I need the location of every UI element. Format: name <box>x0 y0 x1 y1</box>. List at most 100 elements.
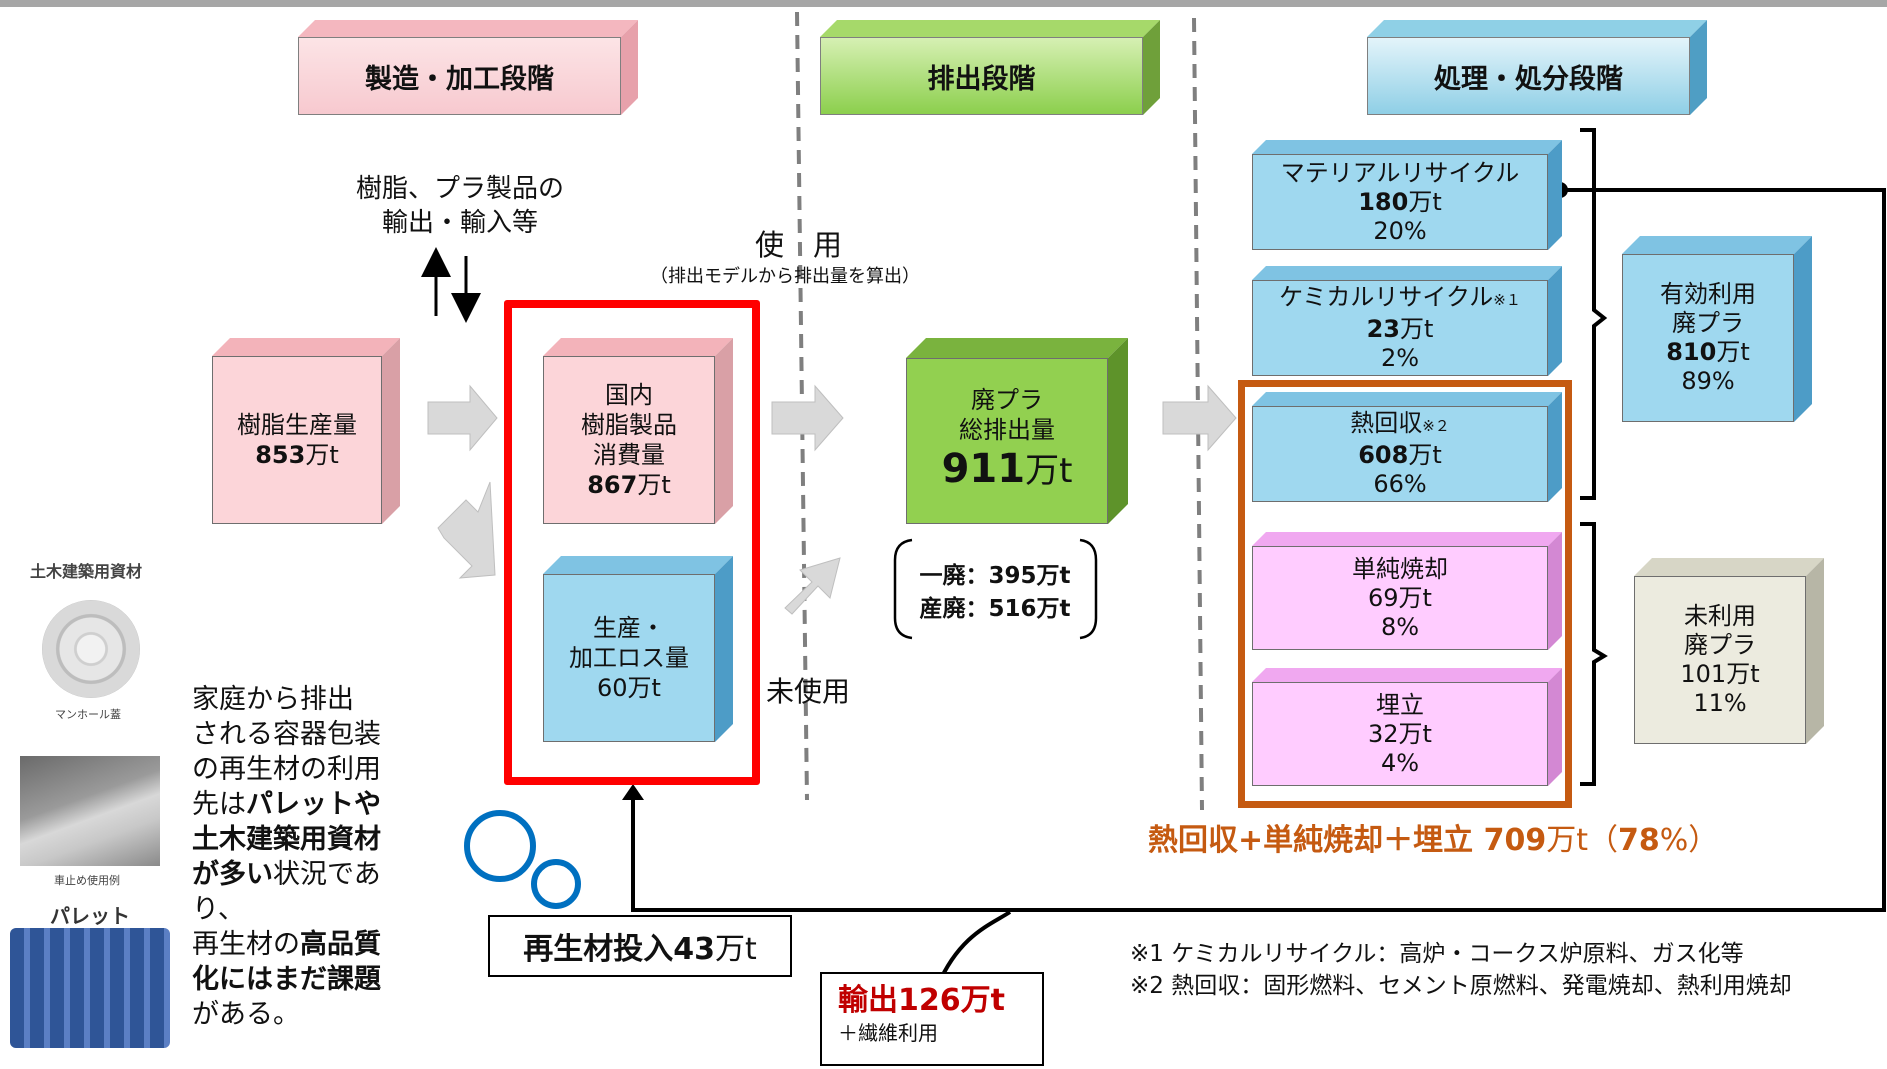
side-note-l4a: 先は <box>192 789 246 820</box>
effective-use-value: 810 <box>1666 338 1717 366</box>
export-value: 輸出126万t <box>838 983 1005 1018</box>
recycled-input-unit: 万t <box>714 932 757 967</box>
effective-use-pct: 89% <box>1681 367 1735 395</box>
disposal-summary-unit: 万t（ <box>1546 823 1618 858</box>
domestic-consumption-l3: 消費量 <box>593 441 665 469</box>
recycle-loop-arrowhead <box>622 784 644 800</box>
effective-use-l1: 有効利用 <box>1660 280 1756 308</box>
disposal-summary-value: 709 <box>1483 823 1547 858</box>
stage-treatment: 処理・処分段階 <box>1367 20 1707 115</box>
stage-manufacturing: 製造・加工段階 <box>298 20 638 115</box>
waste-total-unit: 万t <box>1025 450 1073 491</box>
side-note-line1: 家庭から排出 <box>192 684 354 715</box>
heat-recovery-value: 608 <box>1358 441 1409 469</box>
side-note-line2: される容器包装 <box>192 719 381 750</box>
resin-production-box: 樹脂生産量 853万t <box>212 338 400 524</box>
heat-recovery-pct: 66% <box>1373 470 1427 498</box>
arrow-waste-to-treatment <box>1162 384 1237 452</box>
heat-recovery-unit: 万t <box>1408 441 1442 469</box>
material-recycle-unit: 万t <box>1408 187 1442 216</box>
production-loss-l1: 生産・ <box>593 614 665 642</box>
material-recycle-value: 180 <box>1358 187 1409 216</box>
chemical-recycle-mark: ※１ <box>1493 291 1521 309</box>
chemical-recycle-pct: 2% <box>1380 344 1420 372</box>
side-note-l8b: 高品質 <box>300 929 381 960</box>
trade-note-line2: 輸出・輸入等 <box>381 208 538 238</box>
resin-production-value: 853 <box>255 441 306 469</box>
export-arrow <box>936 910 1012 986</box>
stage-manufacturing-label: 製造・加工段階 <box>298 37 621 115</box>
brace-effective <box>1580 128 1608 500</box>
brace-unused <box>1580 522 1608 786</box>
side-note-l7: り、 <box>192 894 245 925</box>
recycled-input-label: 再生材投入43 <box>523 932 715 967</box>
landfill-label: 埋立 <box>1376 690 1424 719</box>
chemical-recycle-box: ケミカルリサイクル※１ 23万t 2% <box>1252 266 1562 376</box>
footnotes: ※1 ケミカルリサイクル：高炉・コークス炉原料、ガス化等 ※2 熱回収：固形燃料… <box>1130 938 1792 1002</box>
footnote-2: ※2 熱回収：固形燃料、セメント原燃料、発電焼却、熱利用焼却 <box>1130 973 1792 999</box>
circle-small <box>531 859 581 909</box>
side-note-l6a: が多い <box>192 859 273 890</box>
unused-waste-pct: 11% <box>1693 689 1747 717</box>
manhole-image <box>42 600 140 698</box>
civil-material-label: 土木建築用資材 <box>30 562 143 581</box>
car-stopper-caption: 車止め使用例 <box>54 874 120 887</box>
waste-breakdown-general: 一廃：395万t <box>919 563 1071 589</box>
trade-note-line1: 樹脂、プラ製品の <box>355 174 564 204</box>
stage-treatment-label: 処理・処分段階 <box>1367 37 1690 115</box>
side-note-l10: がある。 <box>192 999 300 1030</box>
chemical-recycle-value: 23 <box>1366 315 1400 343</box>
material-recycle-pct: 20% <box>1373 216 1427 245</box>
resin-production-unit: 万t <box>305 441 339 469</box>
side-note-l9: 化にはまだ課題 <box>192 964 381 995</box>
heat-recovery-box: 熱回収※２ 608万t 66% <box>1252 392 1562 502</box>
arrow-consumption-to-waste <box>771 384 844 452</box>
waste-total-value: 911 <box>941 445 1026 492</box>
unused-waste-l1: 未利用 <box>1684 602 1756 630</box>
heat-recovery-mark: ※２ <box>1422 417 1450 435</box>
circle-large <box>464 810 536 882</box>
footnote-1: ※1 ケミカルリサイクル：高炉・コークス炉原料、ガス化等 <box>1130 941 1744 967</box>
recycle-loop-line <box>631 188 1886 912</box>
disposal-summary-a: 熱回収+単純焼却＋埋立 <box>1148 823 1484 858</box>
incineration-value: 69万t <box>1368 583 1432 612</box>
paren-right <box>1079 538 1098 640</box>
pallet-label: パレット <box>50 904 130 928</box>
domestic-frame <box>504 300 760 785</box>
waste-total-l1: 廃プラ <box>971 385 1043 414</box>
domestic-consumption-unit: 万t <box>637 471 671 499</box>
disposal-summary: 熱回収+単純焼却＋埋立 709万t（78%） <box>1148 815 1718 859</box>
production-loss-l2: 加工ロス量 <box>569 644 689 672</box>
arrow-unused-to-waste <box>784 557 841 615</box>
production-loss-box: 生産・ 加工ロス量 60万t <box>543 556 733 742</box>
side-note-line3: の再生材の利用 <box>192 754 381 785</box>
side-note-l4b: パレットや <box>246 789 381 820</box>
domestic-consumption-value: 867 <box>587 471 638 499</box>
domestic-consumption-l1: 国内 <box>605 381 653 409</box>
landfill-pct: 4% <box>1380 748 1420 777</box>
disposal-summary-pct: 78 <box>1617 823 1660 858</box>
trade-note: 樹脂、プラ製品の 輸出・輸入等 <box>330 172 590 240</box>
top-border <box>0 0 1887 7</box>
waste-breakdown: 一廃：395万t 産廃：516万t <box>905 560 1085 626</box>
material-recycle-box: マテリアルリサイクル 180万t 20% <box>1252 140 1562 250</box>
incineration-label: 単純焼却 <box>1352 554 1448 583</box>
material-recycle-label: マテリアルリサイクル <box>1280 158 1520 187</box>
unused-waste-box: 未利用 廃プラ 101万t 11% <box>1634 558 1824 744</box>
landfill-box: 埋立 32万t 4% <box>1252 668 1562 786</box>
arrow-resin-to-consumption <box>427 384 498 452</box>
stage-discharge-label: 排出段階 <box>820 37 1143 115</box>
pallet-image <box>10 928 170 1048</box>
disposal-summary-close: %） <box>1659 823 1719 858</box>
chemical-recycle-unit: 万t <box>1399 315 1434 343</box>
domestic-consumption-box: 国内 樹脂製品 消費量 867万t <box>543 338 733 524</box>
domestic-consumption-l2: 樹脂製品 <box>581 411 677 439</box>
unused-waste-value: 101万t <box>1680 660 1760 688</box>
stage-discharge: 排出段階 <box>820 20 1160 115</box>
side-note-l5: 土木建築用資材 <box>192 824 381 855</box>
effective-use-box: 有効利用 廃プラ 810万t 89% <box>1622 236 1812 422</box>
unused-waste-l2: 廃プラ <box>1684 631 1756 659</box>
export-sub: ＋繊維利用 <box>838 1021 938 1045</box>
waste-total-l2: 総排出量 <box>959 415 1055 444</box>
